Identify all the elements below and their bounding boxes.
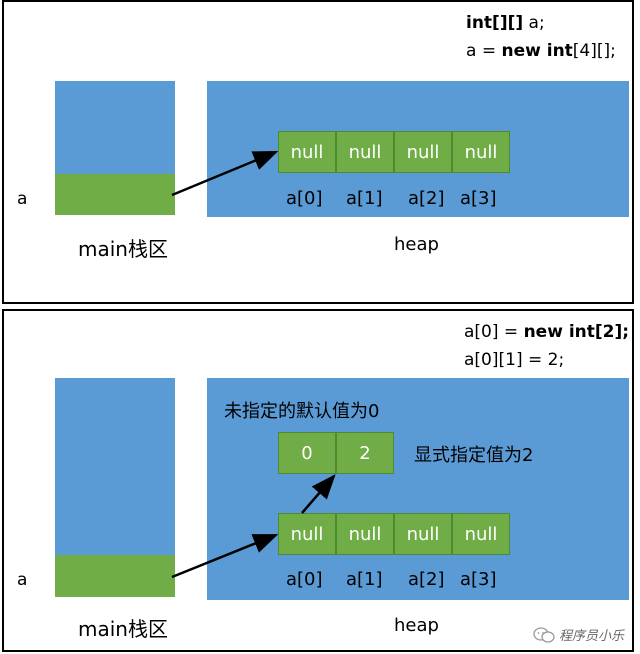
stack-label: main栈区: [78, 237, 168, 261]
array-cell: null: [278, 513, 336, 555]
heap-area: [207, 378, 629, 600]
stack-slot-a: [55, 174, 175, 215]
stack-slot-a: [55, 555, 175, 597]
index-label: a[0]: [286, 569, 323, 590]
code-line-assign-row: a[0] = new int[2];: [464, 322, 630, 342]
watermark-text: 程序员小乐: [558, 629, 624, 644]
heap-label: heap: [394, 234, 439, 255]
stack-label: main栈区: [78, 617, 168, 641]
code-line-declare: int[][] a;: [466, 13, 545, 33]
array-cell: null: [394, 131, 452, 173]
index-label: a[3]: [460, 569, 497, 590]
panel-array-declaration: int[][] a; a = new int[4][]; a main栈区 nu…: [2, 0, 634, 304]
index-label: a[1]: [346, 569, 383, 590]
chat-bubble-icon: [533, 626, 555, 643]
index-label: a[3]: [460, 188, 497, 209]
array-cell: null: [394, 513, 452, 555]
array-cell: null: [336, 131, 394, 173]
index-label: a[2]: [408, 569, 445, 590]
stack-frame: [55, 378, 175, 597]
stack-variable-label: a: [17, 570, 28, 590]
code-line-assign-element: a[0][1] = 2;: [464, 350, 565, 370]
code-line-new: a = new int[4][];: [466, 41, 616, 61]
explicit-value-note: 显式指定值为2: [414, 445, 534, 466]
stack-variable-label: a: [17, 189, 28, 209]
panel-array-assignment: a[0] = new int[2]; a[0][1] = 2; a main栈区…: [2, 309, 634, 652]
array-cell: null: [336, 513, 394, 555]
index-label: a[2]: [408, 188, 445, 209]
heap-label: heap: [394, 615, 439, 636]
array-cell: null: [452, 513, 510, 555]
watermark: 程序员小乐: [533, 625, 624, 644]
inner-array-cell: 0: [278, 432, 336, 474]
index-label: a[0]: [286, 188, 323, 209]
stack-frame: [55, 81, 175, 215]
default-value-note: 未指定的默认值为0: [224, 401, 380, 422]
index-label: a[1]: [346, 188, 383, 209]
array-cell: null: [278, 131, 336, 173]
inner-array-cell: 2: [336, 432, 394, 474]
array-cell: null: [452, 131, 510, 173]
